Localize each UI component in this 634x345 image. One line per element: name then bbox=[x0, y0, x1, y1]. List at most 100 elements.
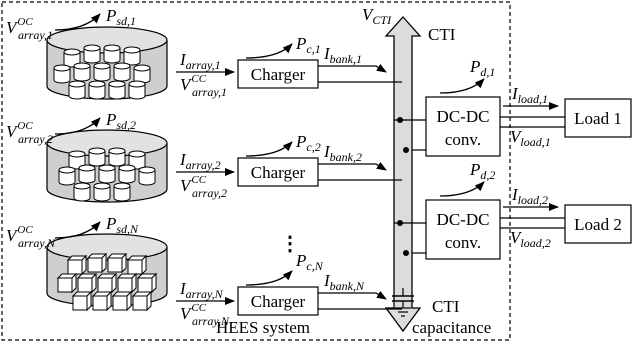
battery-bank-1 bbox=[46, 26, 168, 100]
svg-text:Pc,2: Pc,2 bbox=[295, 132, 321, 154]
svg-text:array,1: array,1 bbox=[192, 85, 227, 99]
dcdc-label-1-line2: conv. bbox=[445, 130, 481, 149]
svg-text:Ibank,N: Ibank,N bbox=[323, 271, 365, 293]
charger-label-n: Charger bbox=[251, 292, 306, 311]
ellipsis-label: ⋮ bbox=[280, 233, 300, 255]
label-p-c-2: Pc,2 bbox=[295, 132, 321, 154]
p-d-arrow-2 bbox=[439, 181, 485, 197]
battery-bank-2 bbox=[46, 129, 168, 203]
label-v-load-2: Vload,2 bbox=[510, 228, 551, 250]
p-d-arrow-1 bbox=[439, 78, 485, 94]
svg-text:Pd,2: Pd,2 bbox=[469, 160, 495, 182]
charger-label-1: Charger bbox=[251, 65, 306, 84]
svg-text:VCC: VCC bbox=[180, 174, 207, 195]
load-box-2 bbox=[564, 204, 632, 244]
svg-text:Iarray,N: Iarray,N bbox=[179, 279, 224, 301]
svg-text:Iarray,1: Iarray,1 bbox=[179, 50, 221, 72]
label-v-load-1: Vload,1 bbox=[510, 127, 551, 149]
svg-text:VOC: VOC bbox=[6, 224, 33, 245]
svg-text:VOC: VOC bbox=[6, 120, 33, 141]
dcdc-label-2-line2: conv. bbox=[445, 233, 481, 252]
svg-text:Ibank,2: Ibank,2 bbox=[323, 142, 362, 164]
cell-group bbox=[58, 147, 156, 202]
dcdc-box-2 bbox=[425, 199, 501, 260]
label-p-c-n: Pc,N bbox=[295, 251, 324, 273]
charger-label-2: Charger bbox=[251, 163, 306, 182]
i-bank-arrow-n bbox=[318, 290, 387, 300]
p-sd-arrow-n bbox=[54, 221, 101, 239]
svg-text:Iload,1: Iload,1 bbox=[511, 84, 548, 106]
svg-text:Psd,1: Psd,1 bbox=[105, 6, 136, 28]
battery-bank-n bbox=[46, 233, 168, 312]
p-c-arrow-n bbox=[245, 270, 293, 286]
label-i-bank-2: Ibank,2 bbox=[323, 142, 362, 164]
p-c-arrow-1 bbox=[245, 43, 293, 59]
label-p-d-1: Pd,1 bbox=[469, 57, 495, 79]
svg-text:Iload,2: Iload,2 bbox=[511, 185, 548, 207]
p-c-arrow-2 bbox=[245, 141, 293, 157]
svg-text:array,N: array,N bbox=[192, 314, 230, 328]
label-p-c-1: Pc,1 bbox=[295, 34, 321, 56]
load-box-1 bbox=[564, 98, 632, 138]
cell-group bbox=[56, 252, 158, 312]
label-p-sd-2: Psd,2 bbox=[105, 110, 136, 132]
label-i-array-n: Iarray,N bbox=[179, 279, 224, 301]
svg-text:VCC: VCC bbox=[180, 302, 207, 323]
svg-text:Vload,2: Vload,2 bbox=[510, 228, 551, 250]
svg-text:VCTI: VCTI bbox=[362, 5, 392, 27]
charger-box-n bbox=[237, 286, 319, 316]
svg-text:array,2: array,2 bbox=[18, 132, 53, 146]
svg-text:Vload,1: Vload,1 bbox=[510, 127, 551, 149]
i-bank-arrow-1 bbox=[318, 63, 387, 73]
cell-group bbox=[53, 44, 151, 100]
label-p-sd-1: Psd,1 bbox=[105, 6, 136, 28]
cti-capacitance-label: capacitance bbox=[412, 318, 491, 337]
svg-text:Iarray,2: Iarray,2 bbox=[179, 150, 221, 172]
dcdc-label-1-line1: DC-DC bbox=[437, 107, 490, 126]
svg-text:array,1: array,1 bbox=[18, 28, 53, 42]
load-label-2: Load 2 bbox=[574, 215, 622, 234]
svg-text:Pc,N: Pc,N bbox=[295, 251, 324, 273]
svg-text:Psd,2: Psd,2 bbox=[105, 110, 136, 132]
junction-dot bbox=[403, 147, 409, 153]
charger-box-2 bbox=[237, 157, 319, 187]
i-bank-arrow-2 bbox=[318, 161, 387, 171]
junction-dot bbox=[403, 250, 409, 256]
label-i-bank-1: Ibank,1 bbox=[323, 44, 362, 66]
svg-text:Ibank,1: Ibank,1 bbox=[323, 44, 362, 66]
svg-text:VOC: VOC bbox=[6, 16, 33, 37]
label-p-sd-n: Psd,N bbox=[105, 214, 139, 236]
svg-text:array,N: array,N bbox=[18, 236, 56, 250]
label-i-load-1: Iload,1 bbox=[511, 84, 548, 106]
load-label-1: Load 1 bbox=[574, 109, 622, 128]
label-i-array-2: Iarray,2 bbox=[179, 150, 221, 172]
svg-text:array,2: array,2 bbox=[192, 186, 227, 200]
svg-text:Pc,1: Pc,1 bbox=[295, 34, 321, 56]
label-v-cti: VCTI bbox=[362, 5, 392, 27]
label-i-load-2: Iload,2 bbox=[511, 185, 548, 207]
cti-capacitor-symbol bbox=[392, 288, 414, 317]
hees-system-label: HEES system bbox=[216, 318, 310, 337]
cti-bottom-label: CTI bbox=[432, 297, 460, 316]
junction-dot bbox=[397, 117, 403, 123]
svg-text:Pd,1: Pd,1 bbox=[469, 57, 495, 79]
label-p-d-2: Pd,2 bbox=[469, 160, 495, 182]
label-i-array-1: Iarray,1 bbox=[179, 50, 221, 72]
hees-boundary bbox=[1, 1, 511, 341]
cti-top-label: CTI bbox=[428, 25, 456, 44]
svg-text:Psd,N: Psd,N bbox=[105, 214, 139, 236]
dcdc-box-1 bbox=[425, 96, 501, 157]
cti-bus bbox=[384, 16, 422, 333]
p-sd-arrow-1 bbox=[54, 13, 101, 31]
p-sd-arrow-2 bbox=[54, 117, 101, 135]
svg-text:VCC: VCC bbox=[180, 73, 207, 94]
junction-dot bbox=[397, 220, 403, 226]
dcdc-label-2-line1: DC-DC bbox=[437, 210, 490, 229]
